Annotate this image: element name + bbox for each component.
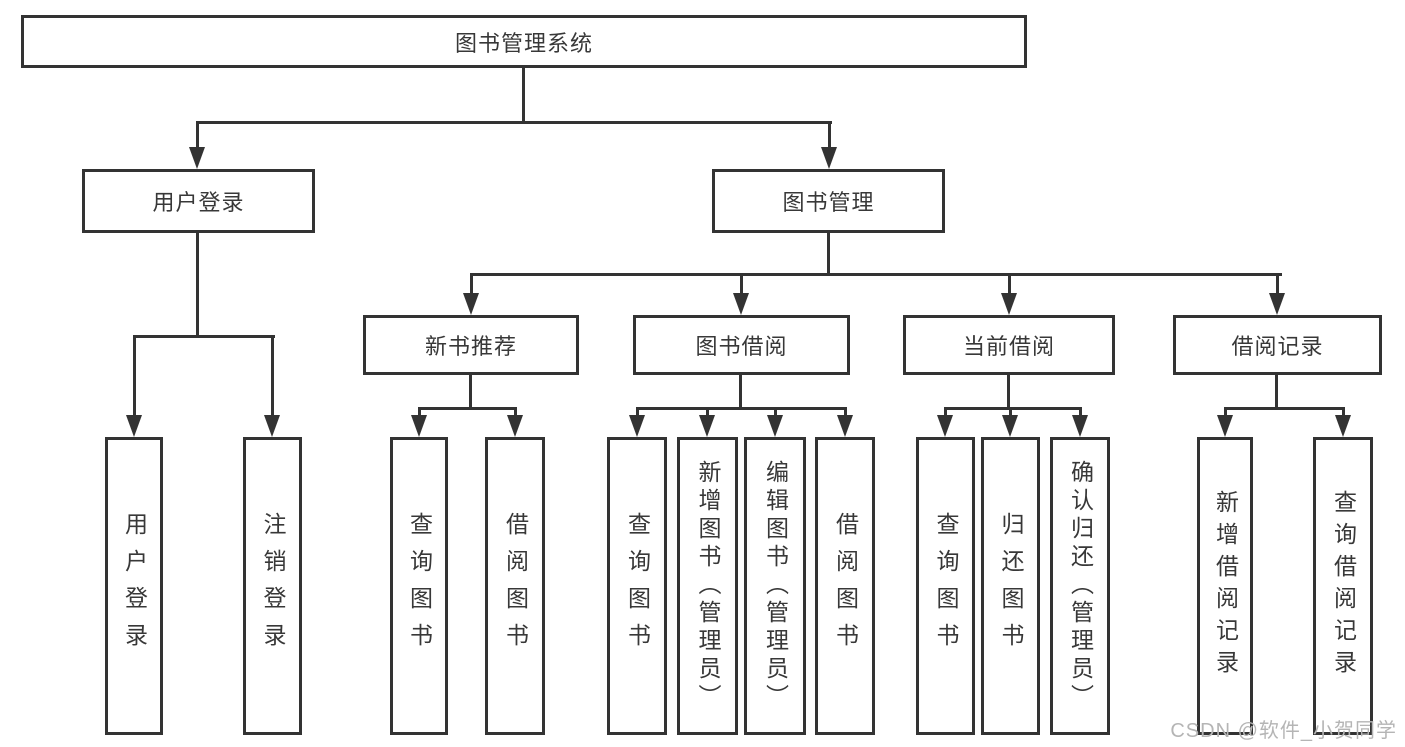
node-label: 图书管理 — [782, 190, 875, 215]
arrow-down-icon — [126, 415, 142, 437]
connector-line — [1009, 407, 1012, 419]
node-new-book-recommend: 新书推荐 — [363, 315, 579, 375]
arrow-down-icon — [1217, 415, 1233, 437]
arrow-down-icon — [821, 147, 837, 169]
node-user-login-branch: 用户登录 — [82, 169, 315, 233]
node-label: 借阅记录 — [1231, 334, 1324, 359]
csdn-watermark: CSDN @软件_小贺同学 — [1170, 720, 1397, 742]
arrow-down-icon — [733, 293, 749, 315]
arrow-down-icon — [699, 415, 715, 437]
node-user-login: 用户登录 — [105, 437, 163, 735]
connector-line — [470, 273, 1282, 276]
arrow-down-icon — [264, 415, 280, 437]
node-label: 新增借阅记录 — [1212, 490, 1239, 682]
connector-line — [774, 407, 777, 419]
arrow-down-icon — [1335, 415, 1351, 437]
connector-line — [1079, 407, 1082, 419]
node-borrow-books-recommend: 借阅图书 — [485, 437, 545, 735]
connector-line — [740, 273, 743, 295]
connector-line — [1008, 273, 1011, 295]
connector-line — [522, 68, 525, 123]
node-label: 借阅图书 — [832, 512, 859, 660]
connector-line — [133, 335, 136, 417]
node-query-books-recommend: 查询图书 — [390, 437, 448, 735]
connector-line — [1007, 375, 1010, 410]
node-label: 新书推荐 — [424, 334, 517, 359]
node-label: 当前借阅 — [962, 334, 1055, 359]
node-label: 查询图书 — [624, 512, 651, 660]
connector-line — [944, 407, 947, 419]
node-label: 注销登录 — [260, 512, 286, 660]
node-label: 查询借阅记录 — [1330, 490, 1357, 682]
arrow-down-icon — [1072, 415, 1088, 437]
node-label: 查询图书 — [406, 512, 433, 660]
node-label: 用户登录 — [121, 512, 148, 660]
connector-line — [636, 407, 847, 410]
node-add-borrow-record: 新增借阅记录 — [1197, 437, 1253, 735]
connector-line — [739, 375, 742, 410]
node-query-books-current: 查询图书 — [916, 437, 975, 735]
node-label: 新增图书（管理员） — [695, 460, 721, 712]
node-borrowing-records: 借阅记录 — [1173, 315, 1382, 375]
connector-line — [133, 335, 275, 338]
arrow-down-icon — [1002, 415, 1018, 437]
arrow-down-icon — [937, 415, 953, 437]
connector-line — [1224, 407, 1227, 419]
arrow-down-icon — [189, 147, 205, 169]
connector-line — [944, 407, 1082, 410]
connector-line — [827, 233, 830, 276]
node-current-borrowing: 当前借阅 — [903, 315, 1115, 375]
connector-line — [636, 407, 639, 419]
connector-line — [271, 335, 274, 417]
node-book-management-branch: 图书管理 — [712, 169, 945, 233]
connector-line — [196, 121, 199, 149]
node-label: 借阅图书 — [502, 512, 529, 660]
arrow-down-icon — [1001, 293, 1017, 315]
connector-line — [196, 233, 199, 338]
connector-line — [828, 121, 831, 149]
node-add-book-admin: 新增图书（管理员） — [677, 437, 738, 735]
connector-line — [418, 407, 421, 419]
node-borrow-books: 借阅图书 — [815, 437, 875, 735]
node-edit-book-admin: 编辑图书（管理员） — [744, 437, 806, 735]
node-label: 编辑图书（管理员） — [762, 460, 789, 712]
arrow-down-icon — [767, 415, 783, 437]
arrow-down-icon — [507, 415, 523, 437]
node-return-book: 归还图书 — [981, 437, 1040, 735]
node-query-books-borrow: 查询图书 — [607, 437, 667, 735]
connector-line — [1275, 375, 1278, 410]
node-label: 归还图书 — [998, 512, 1024, 660]
connector-line — [1276, 273, 1279, 295]
connector-line — [1224, 407, 1345, 410]
arrow-down-icon — [411, 415, 427, 437]
connector-line — [706, 407, 709, 419]
node-logout: 注销登录 — [243, 437, 302, 735]
arrow-down-icon — [1269, 293, 1285, 315]
node-confirm-return-admin: 确认归还（管理员） — [1050, 437, 1110, 735]
connector-line — [470, 273, 473, 295]
node-query-borrow-record: 查询借阅记录 — [1313, 437, 1373, 735]
arrow-down-icon — [463, 293, 479, 315]
connector-line — [418, 407, 517, 410]
node-label: 图书借阅 — [695, 334, 788, 359]
connector-line — [196, 121, 832, 124]
node-label: 查询图书 — [933, 512, 959, 660]
connector-line — [844, 407, 847, 419]
arrow-down-icon — [837, 415, 853, 437]
connector-line — [514, 407, 517, 419]
arrow-down-icon — [629, 415, 645, 437]
node-library-management-system: 图书管理系统 — [21, 15, 1027, 68]
node-label: 用户登录 — [152, 190, 245, 215]
connector-line — [469, 375, 472, 410]
connector-line — [1342, 407, 1345, 419]
node-label: 图书管理系统 — [454, 30, 593, 56]
node-book-borrowing: 图书借阅 — [633, 315, 850, 375]
node-label: 确认归还（管理员） — [1067, 460, 1094, 712]
